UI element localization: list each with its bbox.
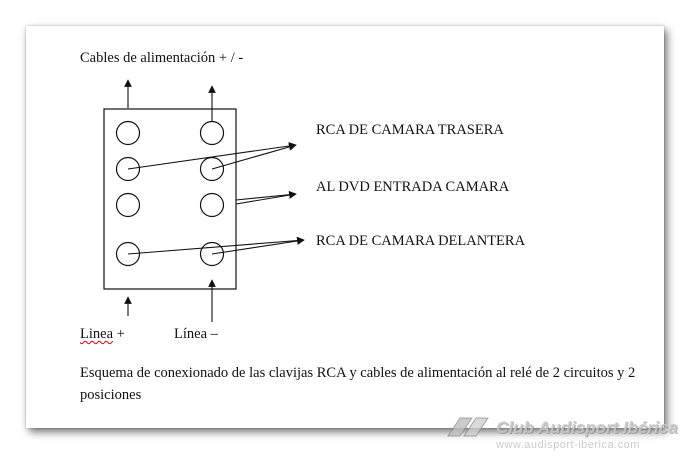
watermark: Club Audisport Ibérica www.audisport-ibe…: [446, 410, 691, 456]
dvd-line-1: [235, 190, 297, 201]
connector-circle: [199, 120, 225, 146]
connector-circle: [115, 120, 141, 146]
power-cables-label: Cables de alimentación + / -: [80, 50, 244, 66]
connector-circle: [115, 156, 141, 182]
line-plus-word: Linea: [80, 326, 114, 342]
watermark-name: Club Audisport Ibérica: [496, 418, 678, 437]
watermark-url: www.audisport-iberica.com: [496, 439, 640, 451]
audi-rings-icon: [447, 417, 489, 437]
front-camera-line-1: [127, 236, 305, 255]
connector-circles: [115, 120, 225, 267]
dvd-input-label: AL DVD ENTRADA CAMARA: [316, 179, 510, 195]
front-camera-line-2: [211, 237, 305, 255]
rear-camera-label: RCA DE CAMARA TRASERA: [316, 122, 504, 138]
connector-circle: [199, 192, 225, 218]
connector-circle: [199, 241, 225, 267]
relay-box: [103, 108, 237, 290]
connector-circle: [115, 241, 141, 267]
front-camera-label: RCA DE CAMARA DELANTERA: [316, 233, 526, 249]
dvd-line-2: [235, 191, 297, 205]
rear-camera-line-2: [211, 143, 297, 170]
line-plus-label: Linea +: [80, 326, 125, 343]
document-page: [26, 26, 664, 428]
diagram-caption: Esquema de conexionado de las clavijas R…: [80, 365, 636, 403]
line-plus-sign: +: [113, 326, 125, 342]
connector-circle: [115, 192, 141, 218]
line-minus-label: Línea –: [174, 326, 218, 342]
rear-camera-line-1: [127, 142, 297, 170]
